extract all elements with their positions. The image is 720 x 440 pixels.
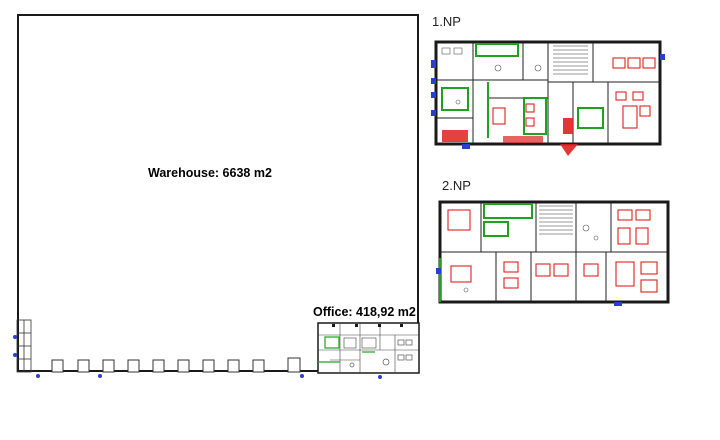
door-marker <box>13 353 17 357</box>
door-marker <box>36 374 40 378</box>
floorplan-2np-title: 2.NP <box>442 178 471 193</box>
door-marker <box>378 375 382 379</box>
floorplan-1np-title: 1.NP <box>432 14 461 29</box>
dock-10 <box>287 357 301 373</box>
dock-3 <box>102 359 115 373</box>
dock-8 <box>227 359 240 373</box>
door-marker <box>13 335 17 339</box>
hatched-area <box>503 136 543 143</box>
floorplan-1np <box>431 40 665 156</box>
dock-6 <box>177 359 190 373</box>
warehouse-outline <box>17 14 419 372</box>
dock-5 <box>152 359 165 373</box>
door-marker <box>300 374 304 378</box>
dock-9 <box>252 359 265 373</box>
hatched-area <box>442 130 468 142</box>
dock-1 <box>51 359 64 373</box>
office-area-label: Office: 418,92 m2 <box>313 305 416 319</box>
hatched-area <box>563 118 573 134</box>
office-block-plan <box>317 322 420 374</box>
dock-7 <box>202 359 215 373</box>
dock-4 <box>127 359 140 373</box>
door-marker <box>98 374 102 378</box>
warehouse-area-label: Warehouse: 6638 m2 <box>148 166 272 180</box>
dock-2 <box>77 359 90 373</box>
floorplan-2np <box>436 200 670 306</box>
